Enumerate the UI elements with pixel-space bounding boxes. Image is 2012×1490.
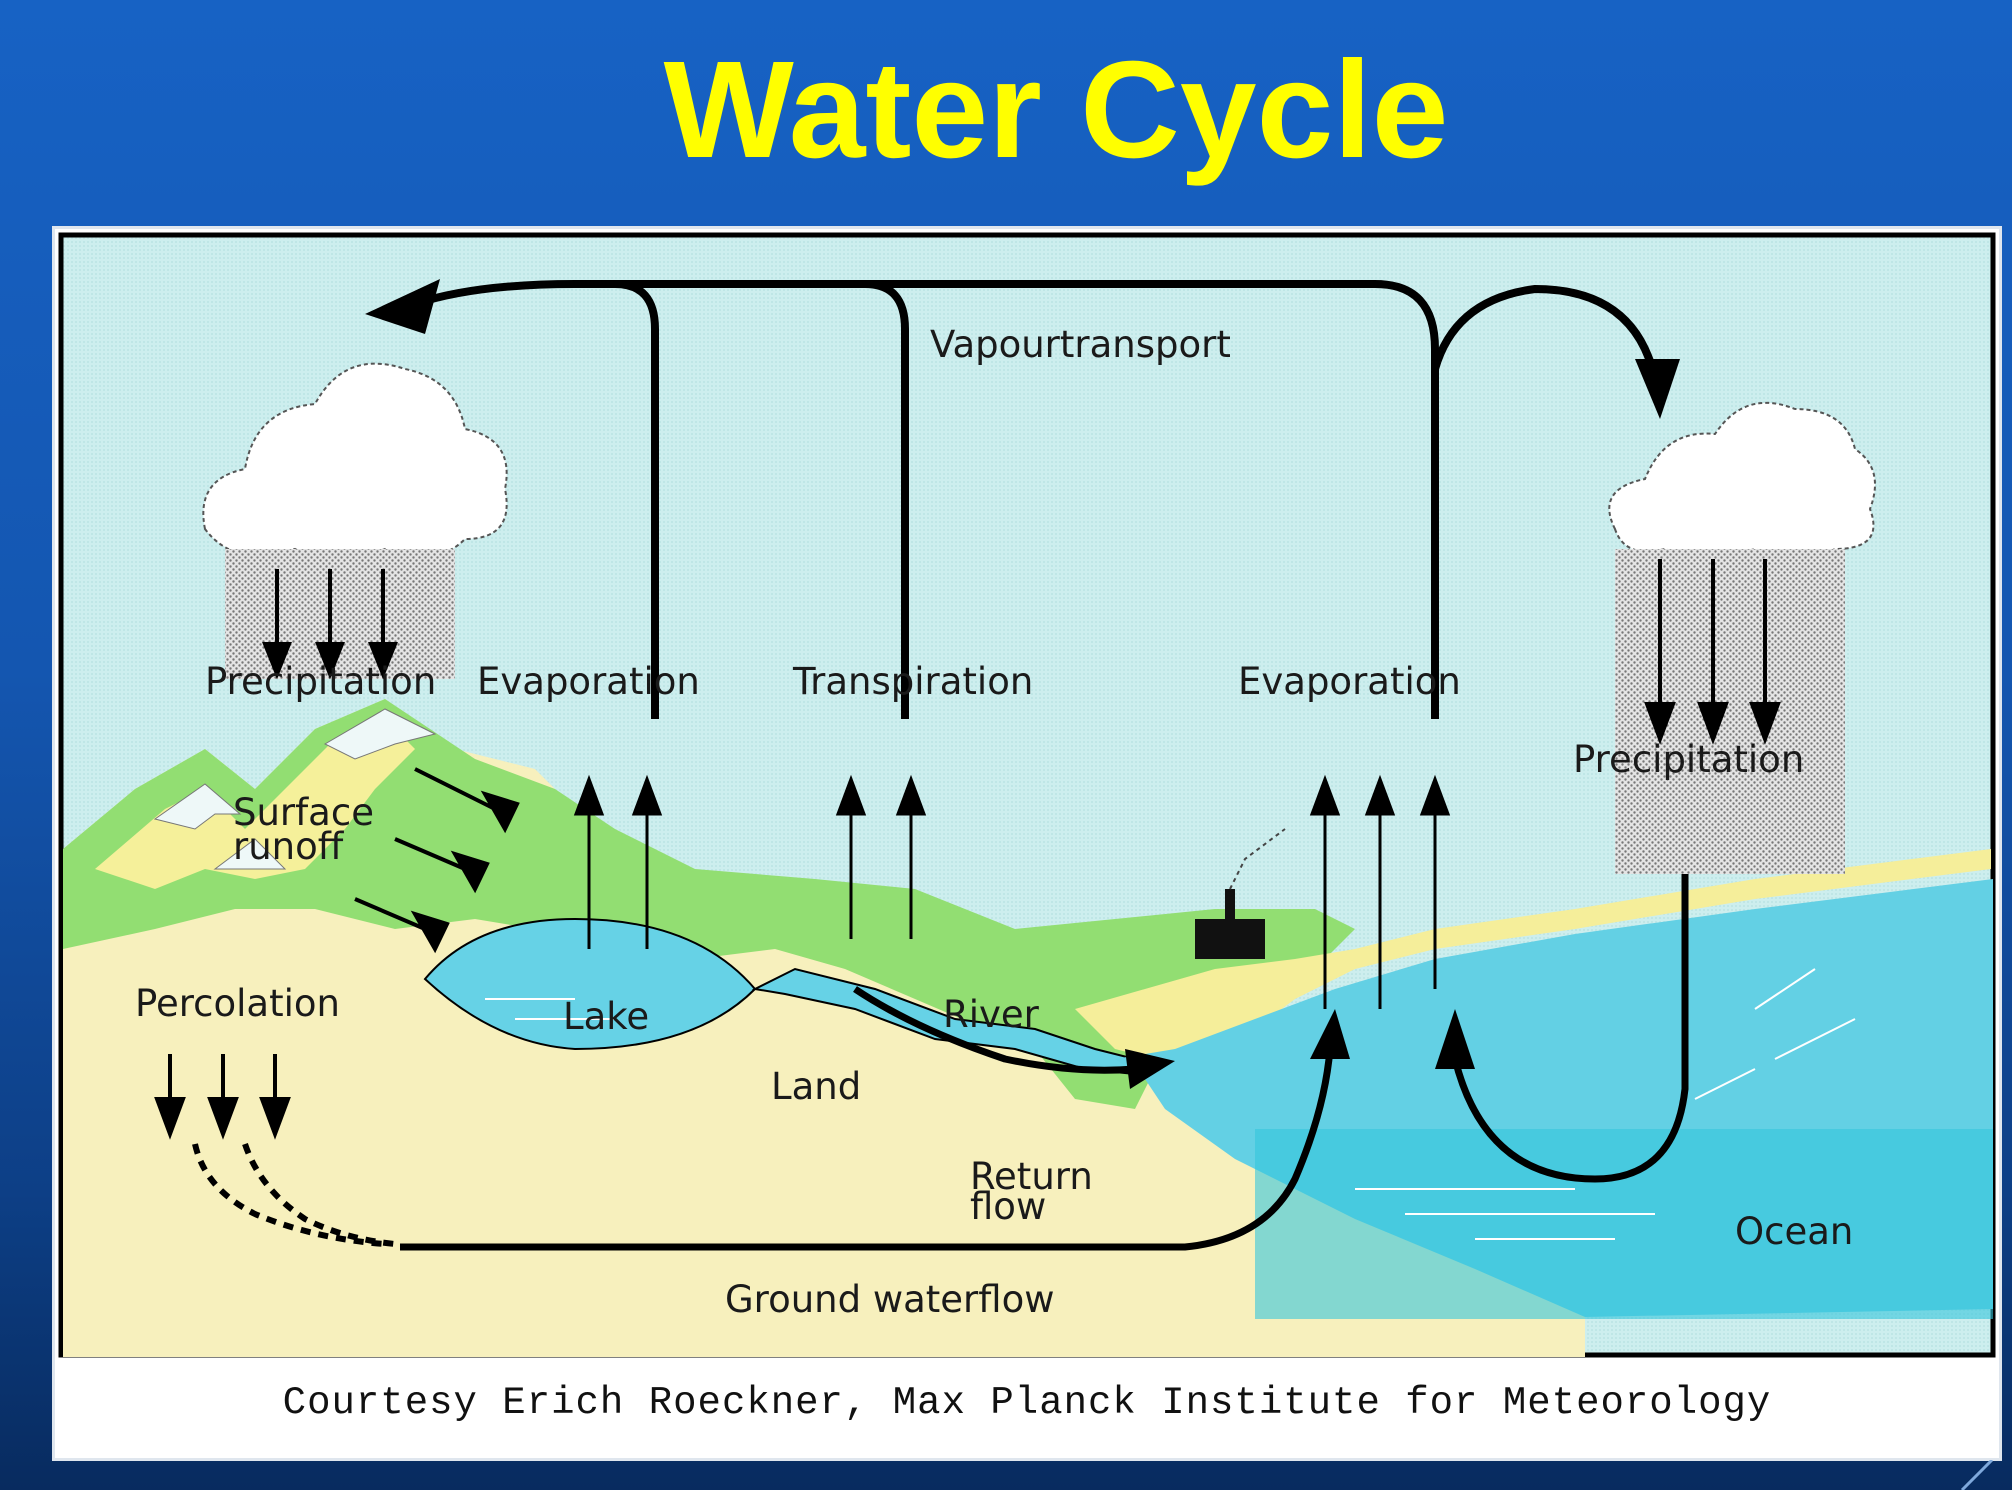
label-percolation: Percolation [135, 982, 340, 1025]
vapour-arrowhead-left [365, 279, 440, 334]
label-precipitation-left: Precipitation [205, 660, 436, 703]
label-surface-runoff-1: Surface [233, 791, 374, 834]
transpiration-arrows [835, 774, 927, 939]
slide-title: Water Cycle [663, 33, 1449, 187]
ground-water-flow-arrow [400, 1048, 1334, 1251]
precipitation-arrows-left [262, 569, 398, 680]
snow-cap-2 [323, 708, 437, 760]
mountain-highlight [95, 719, 415, 889]
label-vapour-transport: Vapourtransport [930, 323, 1231, 366]
label-transpiration: Transpiration [792, 660, 1033, 703]
label-river: River [943, 993, 1040, 1036]
credit-line: Courtesy Erich Roeckner, Max Planck Inst… [282, 1381, 1772, 1425]
label-ground-water-flow: Ground waterflow [725, 1278, 1054, 1321]
cloud-right [1608, 401, 1876, 874]
label-evaporation-ocean: Evaporation [1238, 660, 1461, 703]
diagram-frame: Vapourtransport Precipitation Evaporatio… [52, 226, 2002, 1461]
corner-decoration [1960, 1460, 1994, 1490]
label-return-flow-2: flow [970, 1185, 1046, 1228]
label-surface-runoff-2: runoff [233, 825, 345, 868]
surface-runoff-arrows [354, 767, 520, 954]
precipitation-arrows-right [1644, 559, 1781, 745]
label-evaporation-lake: Evaporation [477, 660, 700, 703]
cloud-left [202, 362, 508, 679]
ground-water-flow-dashed [192, 1143, 386, 1247]
label-ocean: Ocean [1735, 1210, 1853, 1253]
vapour-arrowhead-right [1635, 359, 1680, 419]
ocean-deep [1255, 1129, 1993, 1319]
ocean-loop-arrow [1451, 874, 1689, 1183]
vegetation [63, 699, 1355, 1109]
evaporation-arrows-lake [573, 774, 663, 949]
label-precipitation-right: Precipitation [1573, 738, 1804, 781]
snow-cap-3 [213, 838, 287, 870]
river-outflow-arrow [853, 986, 1136, 1074]
vapour-transport-arrow [413, 280, 1439, 719]
label-land: Land [771, 1065, 861, 1108]
coast-sand [1075, 849, 1991, 1059]
water-cycle-diagram: Vapourtransport Precipitation Evaporatio… [58, 232, 1996, 1358]
label-return-flow-1: Return [970, 1155, 1093, 1198]
snow-cap-1 [153, 783, 242, 830]
label-lake: Lake [563, 995, 649, 1038]
percolation-arrows [154, 1054, 291, 1140]
evaporation-arrows-ocean [1309, 774, 1451, 1009]
factory [1195, 919, 1265, 959]
